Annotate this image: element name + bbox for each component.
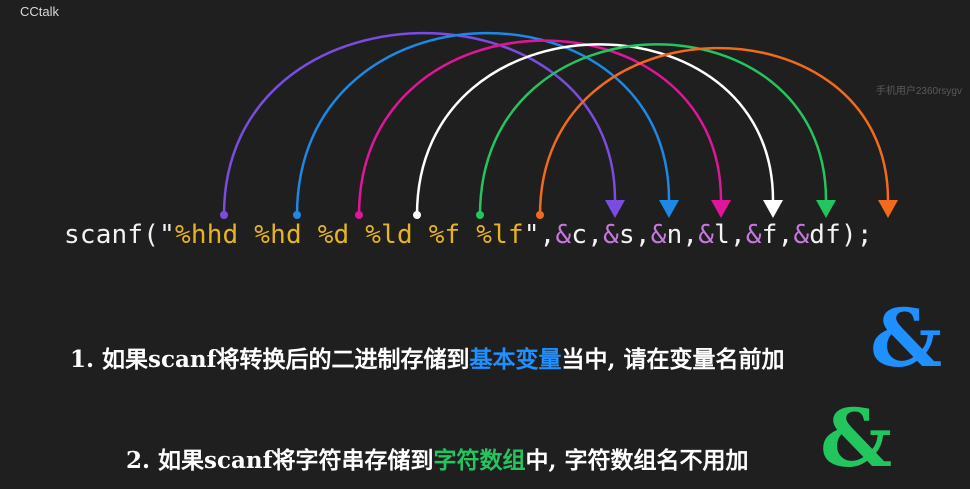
format-f: %f (428, 220, 461, 250)
amp-s: & (603, 220, 619, 250)
note1-suffix: 当中, 请在变量名前加 (561, 346, 785, 373)
code-mid: ", (523, 220, 556, 250)
user-watermark: 手机用户2360rsygv (875, 86, 962, 97)
arg-l: l (714, 220, 730, 250)
arg-c: c (571, 220, 588, 250)
amp-n: & (650, 220, 667, 250)
format-ld: %ld (365, 220, 413, 250)
format-hhd: %hhd (174, 220, 239, 250)
format-hd: %hd (254, 220, 302, 250)
amp-c: & (555, 220, 572, 250)
arc-ld-to-l (413, 43, 783, 219)
note-char-array: 2. 如果scanf将字符串存储到字符数组中, 字符数组名不用加 (126, 441, 749, 475)
arg-f: f (761, 220, 778, 250)
note2-suffix: 中, 字符数组名不用加 (525, 447, 749, 474)
arc-hhd-to-c (220, 31, 625, 219)
arc-lf-to-df (536, 46, 898, 219)
scanf-code-line: scanf("%hhd %hd %d %ld %f %lf",&c,&s,&n,… (64, 220, 873, 250)
note1-prefix: 1. 如果scanf将转换后的二进制存储到 (70, 346, 470, 373)
note-basic-variable: 1. 如果scanf将转换后的二进制存储到基本变量当中, 请在变量名前加 (70, 340, 785, 374)
code-suffix: ); (841, 220, 873, 250)
amp-l: & (698, 220, 715, 250)
arg-df: df (809, 220, 842, 250)
arc-hd-to-s (293, 31, 679, 219)
arc-d-to-n (355, 39, 731, 219)
arg-n: n (666, 220, 683, 250)
amp-df: & (793, 220, 810, 250)
note2-prefix: 2. 如果scanf将字符串存储到 (126, 447, 434, 474)
ampersand-symbol-blue: & (870, 291, 943, 385)
note2-highlight: 字符数组 (433, 447, 526, 474)
arc-f-to-f (476, 43, 836, 219)
ampersand-symbol-green: & (820, 391, 893, 485)
brand-logo: CCtalk (20, 4, 60, 19)
note1-highlight: 基本变量 (469, 346, 562, 373)
format-lf: %lf (476, 220, 524, 250)
format-d: %d (317, 220, 350, 250)
code-prefix: scanf(" (64, 220, 175, 250)
arg-s: s (618, 220, 635, 250)
amp-f: & (745, 220, 762, 250)
